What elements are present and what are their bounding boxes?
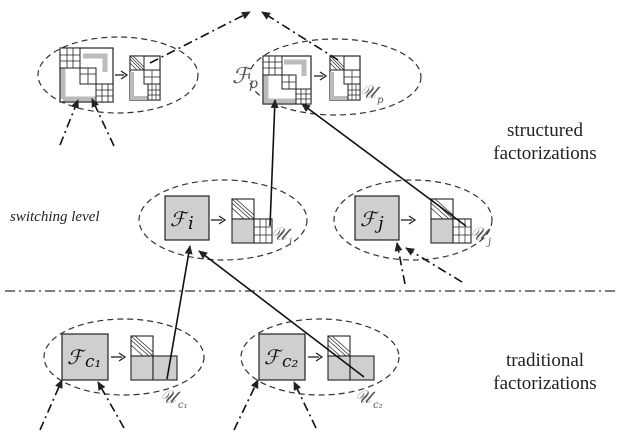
update-matrix-i (231, 198, 273, 244)
update-sub-j: j (486, 237, 491, 248)
front-symbol-p: ℱ (232, 64, 253, 89)
edge-c2-to-i (198, 250, 365, 378)
edge-in-root-left-a (59, 99, 79, 146)
update-symbol-j: 𝒰 (470, 224, 491, 245)
update-matrix-c2 (327, 335, 375, 381)
traditional-label-line2: factorizations (493, 372, 597, 394)
structured-label-line2: factorizations (493, 142, 597, 164)
front-matrix-i (164, 195, 210, 241)
front-sub-c2: c₂ (282, 352, 299, 372)
front-symbol-i: ℱ (170, 207, 189, 231)
update-symbol-c2: 𝒰 (355, 387, 376, 408)
node-ellipse-root-left (37, 36, 199, 114)
edge-p-up (261, 11, 339, 61)
front-sub-c1: c₁ (85, 352, 101, 372)
update-matrix-c1 (130, 335, 178, 381)
structured-update-p (329, 55, 361, 101)
update-sub-c1: c₁ (178, 400, 188, 411)
front-matrix-j (354, 195, 400, 241)
node-ellipse-j (333, 179, 493, 261)
edge-in-c2-b (293, 381, 317, 429)
front-symbol-c1: ℱ (67, 345, 86, 369)
edge-in-j-b (405, 247, 463, 283)
front-sub-p: p (249, 76, 258, 92)
switching-level-label: switching level (10, 209, 100, 225)
update-sub-i: i (289, 237, 292, 248)
node-ellipse-i (138, 179, 308, 261)
structured-factorizations-label: structured factorizations (470, 120, 620, 166)
edge-in-j-a (394, 242, 406, 285)
structured-front-p (262, 55, 312, 105)
update-matrix-j (430, 198, 472, 244)
edge-i-to-p (269, 99, 279, 227)
traditional-label-line1: traditional (505, 350, 585, 371)
update-symbol-i: 𝒰 (271, 224, 292, 245)
update-sub-p: p (377, 95, 384, 106)
arrow-p (314, 71, 328, 81)
arrow-c1 (111, 352, 127, 362)
edge-in-c1-b (97, 381, 125, 429)
structured-front-root-left (59, 47, 114, 103)
node-ellipse-c2 (240, 318, 400, 396)
structured-update-root-left (129, 55, 161, 101)
node-ellipse-p (248, 38, 422, 116)
arrow-root-left (115, 70, 129, 80)
front-symbol-c2: ℱ (264, 345, 283, 369)
front-sub-j: j (374, 213, 384, 234)
update-symbol-c1: 𝒰 (160, 387, 181, 408)
arrow-i (211, 215, 227, 225)
traditional-factorizations-label: traditional factorizations (470, 350, 620, 396)
edge-in-c1-a (39, 379, 63, 431)
edge-in-root-left-b (91, 98, 115, 147)
edge-root-left-up (149, 11, 251, 64)
edge-in-c2-a (233, 379, 259, 431)
arrow-j (401, 215, 417, 225)
arrow-c2 (308, 352, 324, 362)
front-matrix-c2 (258, 333, 306, 381)
front-symbol-j: ℱ (360, 207, 379, 231)
node-ellipse-c1 (43, 318, 205, 396)
front-matrix-c1 (61, 333, 109, 381)
structured-label-line1: structured (507, 120, 583, 141)
update-symbol-p: 𝒰 (360, 82, 381, 103)
edge-c1-to-i (166, 245, 193, 380)
front-sub-i: i (188, 213, 194, 234)
update-sub-c2: c₂ (373, 400, 383, 411)
edge-j-to-p (301, 103, 467, 227)
